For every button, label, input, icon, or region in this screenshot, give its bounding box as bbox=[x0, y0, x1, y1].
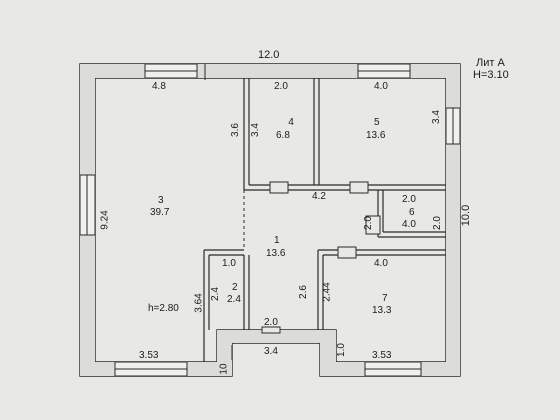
dim-3.4-room5: 3.4 bbox=[430, 110, 442, 124]
dim-3.53-left: 3.53 bbox=[139, 350, 159, 361]
dim-3.4-bottom: 3.4 bbox=[264, 346, 278, 357]
room-2-number: 2 bbox=[232, 282, 238, 293]
room-3-area: 39.7 bbox=[150, 207, 170, 218]
room-1-area: 13.6 bbox=[266, 248, 286, 259]
dim-4.8: 4.8 bbox=[152, 81, 166, 92]
room-6-number: 6 bbox=[409, 207, 415, 218]
dim-4.0-room5: 4.0 bbox=[374, 81, 388, 92]
dim-2.0-corridor: 2.0 bbox=[264, 317, 278, 328]
outer-width-dim: 12.0 bbox=[258, 49, 280, 61]
dim-2.0-room4: 2.0 bbox=[274, 81, 288, 92]
dim-2.0-room6-top: 2.0 bbox=[402, 194, 416, 205]
dim-10-bottom: 10 bbox=[218, 363, 230, 375]
dim-2.0-room6-left: 2.0 bbox=[362, 216, 374, 230]
room-7-number: 7 bbox=[382, 293, 388, 304]
dim-4.2: 4.2 bbox=[312, 191, 326, 202]
room-7-area: 13.3 bbox=[372, 305, 392, 316]
room-3-number: 3 bbox=[158, 195, 164, 206]
doors bbox=[261, 181, 381, 334]
room-1-number: 1 bbox=[274, 235, 280, 246]
room-5-number: 5 bbox=[374, 117, 380, 128]
dim-3.6: 3.6 bbox=[229, 123, 241, 137]
dim-2.6: 2.6 bbox=[297, 285, 309, 299]
dim-2.44: 2.44 bbox=[321, 282, 333, 302]
dim-9.24: 9.24 bbox=[99, 210, 111, 230]
outer-height-dim: 10.0 bbox=[460, 204, 473, 227]
windows bbox=[79, 63, 461, 377]
height-label: H=3.10 bbox=[473, 69, 509, 81]
dim-1.0-bottom: 1.0 bbox=[335, 343, 347, 357]
dim-2.4-room2: 2.4 bbox=[209, 287, 221, 301]
room-4-number: 4 bbox=[288, 117, 294, 128]
dim-3.53-right: 3.53 bbox=[372, 350, 392, 361]
dim-3.64: 3.64 bbox=[193, 293, 205, 313]
dim-1.0-room2: 1.0 bbox=[222, 258, 236, 269]
dim-3.4-room4: 3.4 bbox=[249, 123, 261, 137]
room-4-area: 6.8 bbox=[276, 130, 290, 141]
dim-4.0-room7: 4.0 bbox=[374, 258, 388, 269]
room-5-area: 13.6 bbox=[366, 130, 386, 141]
lit-label: Лит А bbox=[476, 57, 505, 69]
dim-2.0-room6-right: 2.0 bbox=[431, 216, 443, 230]
room-6-area: 4.0 bbox=[402, 219, 416, 230]
room-2-area: 2.4 bbox=[227, 294, 241, 305]
ceiling-height: h=2.80 bbox=[148, 303, 179, 314]
